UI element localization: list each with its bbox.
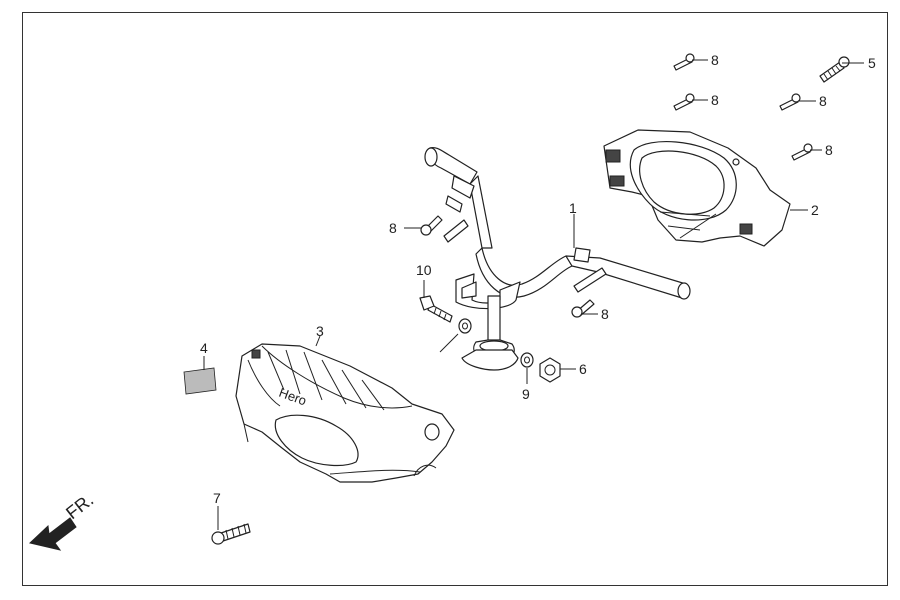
bolt-10-part	[419, 295, 453, 323]
callout-8-mid-left: 8	[711, 92, 719, 108]
emblem-sticker-part	[183, 367, 217, 395]
callout-7: 7	[213, 490, 221, 506]
front-arrow-icon	[28, 517, 77, 551]
callout-8-top-left: 8	[711, 52, 719, 68]
callout-8-right: 8	[825, 142, 833, 158]
washer-9-part	[458, 318, 534, 368]
front-direction-label: FR.	[62, 490, 97, 524]
callout-3: 3	[316, 323, 324, 339]
callout-2: 2	[811, 202, 819, 218]
callout-8-handlebar-left: 8	[389, 220, 397, 236]
callout-labels: 1 2 3 4 5 6 7 8 8 8 8 8 8 9 10	[200, 52, 876, 506]
diagram-frame	[22, 12, 888, 586]
bolt-7-part	[211, 523, 251, 545]
leader-lines	[203, 59, 864, 530]
callout-6: 6	[579, 361, 587, 377]
callout-1: 1	[569, 200, 577, 216]
nut-6-part	[539, 357, 561, 383]
screw-8-part	[420, 53, 813, 318]
rear-handle-cover-part	[603, 129, 791, 247]
callout-9: 9	[522, 386, 530, 402]
callout-8-handlebar-right: 8	[601, 306, 609, 322]
front-direction-indicator: FR.	[28, 490, 97, 551]
callout-10: 10	[416, 262, 432, 278]
bolt-5-part	[819, 56, 850, 83]
handlebar-part	[424, 146, 691, 371]
front-handle-cover-part: Hero	[235, 343, 455, 483]
callout-4: 4	[200, 340, 208, 356]
callout-5: 5	[868, 55, 876, 71]
callout-8-mid-right: 8	[819, 93, 827, 109]
